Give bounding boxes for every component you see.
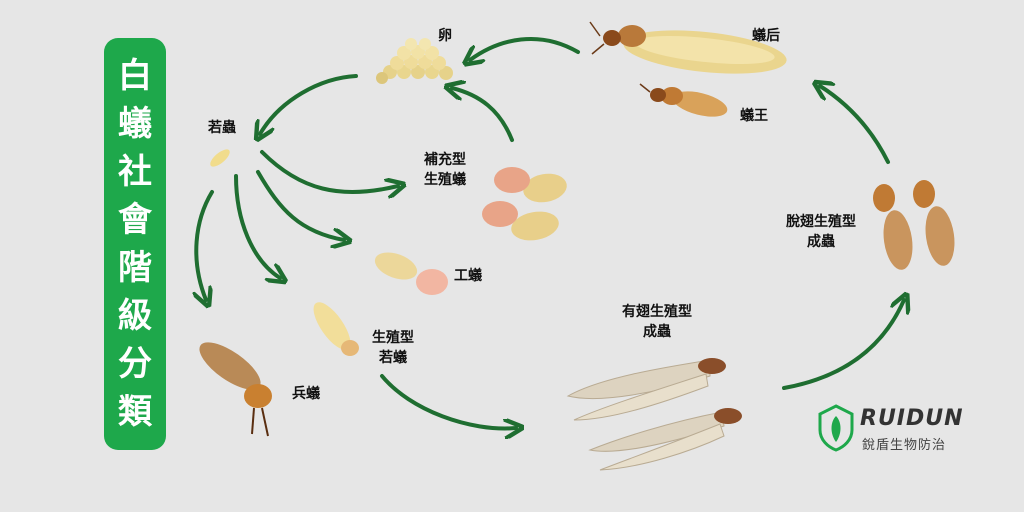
label-winged-adult: 有翅生殖型 成蟲	[622, 302, 692, 342]
shield-icon	[818, 404, 854, 452]
arrow-nymph-to-supp	[260, 150, 398, 192]
dealate-adult-icon	[873, 180, 955, 270]
title-banner: 白 蟻 社 會 階 級 分 類	[104, 38, 166, 450]
king-termite-icon	[639, 83, 728, 117]
title-char: 白	[118, 56, 152, 96]
logo-subtitle: 銳盾生物防治	[862, 438, 947, 453]
arrow-queen-to-egg	[470, 36, 580, 60]
label-supplementary: 補充型 生殖蟻	[424, 150, 466, 190]
label-repro-line2: 若蟻	[379, 350, 407, 366]
label-nymph: 若蟲	[208, 120, 236, 136]
title-char: 蟻	[118, 104, 152, 144]
label-egg: 卵	[438, 28, 452, 44]
arrow-dealate-to-king	[820, 86, 890, 164]
arrow-nymph-to-repro	[234, 174, 280, 278]
label-supplementary-line2: 生殖蟻	[424, 172, 466, 188]
label-soldier: 兵蟻	[292, 386, 320, 402]
title-char: 分	[118, 344, 152, 384]
label-queen: 蟻后	[752, 28, 780, 44]
egg-cluster-icon	[376, 38, 453, 84]
label-winged-line1: 有翅生殖型	[622, 304, 692, 320]
queen-termite-icon	[589, 21, 787, 74]
label-worker: 工蟻	[454, 268, 482, 284]
winged-adult-icon	[566, 358, 742, 471]
reproductive-nymph-icon	[313, 302, 359, 356]
label-dealate-line2: 成蟲	[807, 234, 835, 250]
label-dealate-adult: 脫翅生殖型 成蟲	[786, 212, 856, 252]
arrow-repro-to-winged	[380, 374, 516, 428]
logo-wordmark: RUIDUN	[860, 406, 964, 431]
arrow-nymph-to-soldier	[196, 190, 214, 300]
ruidun-logo: RUIDUN 銳盾生物防治	[816, 404, 966, 454]
arrow-supp-to-egg	[452, 88, 514, 142]
label-winged-line2: 成蟲	[643, 324, 671, 340]
label-repro-line1: 生殖型	[372, 330, 414, 346]
arrow-winged-to-dealate	[782, 300, 904, 390]
label-supplementary-line1: 補充型	[424, 152, 466, 168]
arrow-nymph-to-worker	[256, 170, 344, 240]
worker-termite-icon	[374, 252, 448, 295]
soldier-termite-icon	[199, 342, 272, 437]
label-king: 蟻王	[740, 108, 768, 124]
label-dealate-line1: 脫翅生殖型	[786, 214, 856, 230]
nymph-larva-icon	[210, 149, 230, 167]
arrow-egg-to-nymph	[260, 74, 358, 134]
title-char: 會	[118, 200, 152, 240]
title-char: 級	[118, 296, 152, 336]
title-char: 類	[118, 392, 152, 432]
title-char: 社	[118, 152, 152, 192]
supplementary-reproductive-icon	[482, 167, 567, 241]
label-reproductive-nymph: 生殖型 若蟻	[372, 328, 414, 368]
title-char: 階	[118, 248, 152, 288]
